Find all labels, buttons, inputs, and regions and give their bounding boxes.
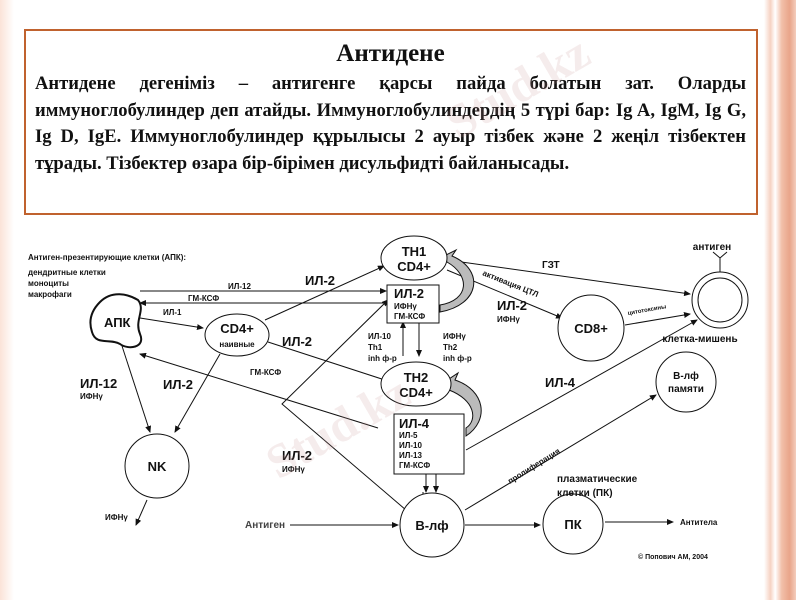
apc-type: макрофаги [28, 290, 72, 299]
label-il2: ИЛ-2 [497, 298, 527, 313]
th1-regulation-label: Th1 [368, 343, 383, 352]
target-antigen-label: антиген [693, 242, 731, 253]
th1-regulation-label: ИЛ-10 [368, 332, 391, 341]
th2-feedback-loop [445, 371, 482, 437]
label-ifn: ИФНγ [497, 315, 520, 324]
plasma-cell [542, 493, 604, 555]
cd4-label: CD4+ [220, 321, 254, 336]
slide-title: Антидене [336, 40, 445, 67]
th2-cd4-label: CD4+ [399, 385, 433, 400]
pk-label: ПК [564, 517, 581, 532]
arrow-il1 [139, 317, 204, 331]
th2-cytokine: ИЛ-13 [399, 451, 422, 460]
th1-cytokine: ИЛ-2 [394, 286, 424, 301]
arrow-nk-ifn [135, 499, 148, 526]
th1-cytokine: ГМ-КСФ [394, 312, 425, 321]
label-antigen: Антиген [245, 520, 285, 531]
arrow-gmcsf-mid [139, 352, 379, 429]
b-lymph-cell [399, 492, 465, 558]
label-il2: ИЛ-2 [305, 273, 335, 288]
left-border-decoration [0, 0, 14, 600]
th1-regulation-label: inh ф-р [368, 354, 397, 363]
cd8-cell [557, 294, 625, 362]
th2-cell [380, 361, 452, 407]
th2-cytokine: ИЛ-4 [399, 416, 430, 431]
th2-regulation-label: ИФНγ [443, 332, 466, 341]
th2-cytokine: ИЛ-10 [399, 441, 422, 450]
label-antibodies: Антитела [680, 518, 718, 527]
b-memory-cell [655, 351, 717, 413]
b-lymph-label: В-лф [415, 518, 448, 533]
arrow-cd4-th2 [267, 341, 389, 382]
label-plasma: плазматические [557, 474, 638, 485]
label-ifn: ИФНγ [105, 513, 128, 522]
th2-label: TH2 [404, 370, 429, 385]
label-il12: ИЛ-12 [228, 282, 251, 291]
arrow-apk-nk [121, 345, 151, 433]
th2-cytokine-box [393, 413, 465, 475]
right-border-decoration [764, 0, 796, 600]
text-box: Антидене Антидене дегеніміз – антигенге … [24, 29, 758, 215]
target-label: клетка-мишень [662, 334, 737, 345]
label-plasma: клетки (ПК) [557, 488, 613, 499]
label-ctl-activation: активация ЦТЛ [481, 269, 540, 300]
label-ifn: ИФНγ [80, 392, 103, 401]
label-cytotoxins: цитотоксины [627, 304, 666, 317]
th1-cell [380, 235, 448, 281]
th1-cytokine: ИФНγ [394, 302, 417, 311]
arrow-gzt [446, 259, 691, 297]
th2-cytokine: ИЛ-5 [399, 431, 418, 440]
th2-regulation-label: inh ф-р [443, 354, 472, 363]
apk-cell [89, 293, 143, 349]
th2-cytokine: ГМ-КСФ [399, 461, 430, 470]
apk-label: АПК [104, 315, 131, 330]
b-memory-label: В-лф [673, 370, 699, 382]
label-il1: ИЛ-1 [163, 308, 182, 317]
arrow-cd4-nk [174, 353, 221, 433]
th1-cd4-label: CD4+ [397, 259, 431, 274]
cd8-label: CD8+ [574, 321, 608, 336]
label-il12: ИЛ-12 [80, 376, 117, 391]
arrow-proliferation [464, 394, 657, 511]
th2-regulation-label: Th2 [443, 343, 458, 352]
cd4-naive-cell [204, 313, 270, 357]
nk-label: NK [148, 459, 167, 474]
label-il2: ИЛ-2 [282, 334, 312, 349]
label-proliferation: пролиферация [506, 446, 562, 485]
label-gmcsf: ГМ-КСФ [188, 294, 219, 303]
b-memory-label: памяти [668, 384, 704, 395]
label-gzt: ГЗТ [542, 260, 560, 271]
nk-cell [124, 433, 190, 499]
label-il2: ИЛ-2 [282, 448, 312, 463]
apc-type: моноциты [28, 279, 69, 288]
arrow-b-il2 [281, 299, 421, 523]
label-ifn: ИФНγ [282, 465, 305, 474]
th1-cytokine-box [386, 284, 440, 324]
apc-header: Антиген-презентирующие клетки (АПК): [28, 253, 186, 262]
th1-feedback-loop [439, 248, 475, 313]
arrows [121, 251, 728, 528]
copyright: © Попович АМ, 2004 [638, 553, 708, 561]
label-il2: ИЛ-2 [163, 377, 193, 392]
arrow-il4 [465, 319, 698, 451]
arrow-cytotoxins [624, 312, 691, 326]
target-cell [691, 271, 749, 329]
naive-label: наивные [219, 340, 255, 349]
label-gmcsf: ГМ-КСФ [250, 368, 281, 377]
slide-body: Антидене дегеніміз – антигенге қарсы пай… [35, 73, 746, 174]
arrow-cd4-th1 [264, 265, 385, 321]
apc-type: дендритные клетки [28, 268, 106, 277]
label-il4: ИЛ-4 [545, 375, 576, 390]
th1-label: TH1 [402, 244, 427, 259]
